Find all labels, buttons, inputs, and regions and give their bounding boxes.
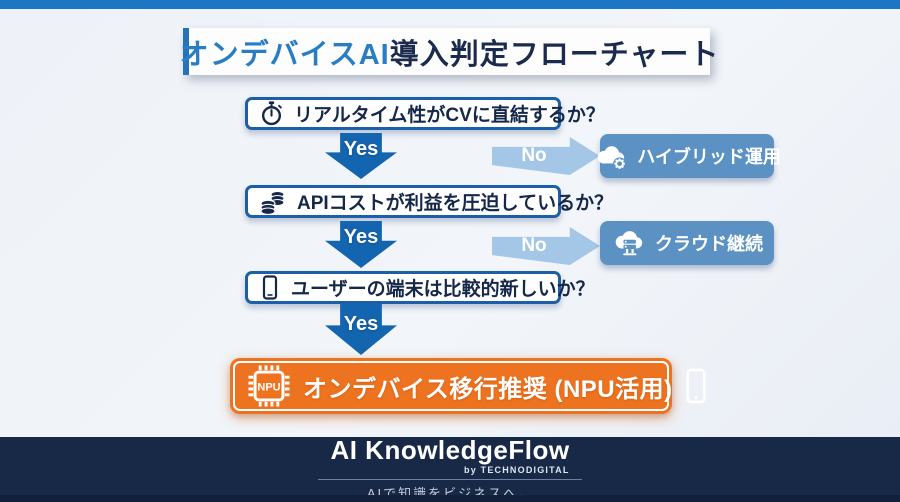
yes-arrow-2: Yes (325, 221, 397, 268)
footer: AI KnowledgeFlow by TECHNODIGITAL AIで知識を… (0, 437, 900, 502)
result-inner: NPU オンデバイス移行推奨 (NPU活用) (233, 361, 706, 411)
no-label: No (521, 145, 547, 166)
smartphone-icon-white (685, 368, 707, 404)
yes-label: Yes (343, 313, 379, 335)
result-box: NPU オンデバイス移行推奨 (NPU活用) (230, 358, 706, 414)
footer-bottom-band (0, 495, 900, 502)
outcome-box-cloud: クラウド継続 (600, 221, 774, 265)
question-box-device-age: ユーザーの端末は比較的新しいか？ (245, 271, 595, 304)
yes-arrow-1: Yes (325, 133, 397, 179)
brand-byline: by TECHNODIGITAL (464, 465, 570, 475)
footer-divider (318, 479, 582, 480)
yes-label: Yes (343, 226, 379, 248)
brand-block: AI KnowledgeFlow by TECHNODIGITAL (330, 437, 569, 475)
question-box-realtime: リアルタイム性がCVに直結するか？ (245, 97, 605, 130)
yes-label: Yes (343, 138, 379, 160)
svg-text:NPU: NPU (257, 381, 280, 393)
page-title-highlight: オンデバイスAI (179, 38, 390, 71)
question-label: APIコストが利益を圧迫しているか？ (297, 193, 614, 214)
question-label: リアルタイム性がCVに直結するか？ (294, 105, 605, 126)
npu-chip-icon: NPU (247, 364, 291, 408)
outcome-box-hybrid: ハイブリッド運用 (597, 134, 781, 178)
yes-arrow-3: Yes (325, 304, 397, 355)
question-label: ユーザーの端末は比較的新しいか？ (291, 279, 595, 300)
cloud-gear-icon (593, 141, 629, 172)
page-title-rest: 導入判定フローチャート (389, 38, 720, 71)
question-box-api-cost: APIコストが利益を圧迫しているか？ (245, 185, 613, 218)
outcome-label: ハイブリッド運用 (637, 147, 781, 167)
smartphone-icon (259, 274, 281, 301)
no-arrow-1: No (492, 137, 600, 175)
brand-wordmark: AI KnowledgeFlow (330, 435, 570, 465)
result-label: オンデバイス移行推奨 (NPU活用) (303, 375, 673, 403)
cloud-server-icon (611, 227, 647, 260)
no-label: No (521, 235, 547, 256)
outcome-label: クラウド継続 (655, 234, 763, 254)
no-arrow-2: No (492, 227, 600, 265)
coins-icon (259, 189, 287, 215)
top-accent-bar (0, 0, 900, 9)
stopwatch-icon (259, 101, 284, 126)
